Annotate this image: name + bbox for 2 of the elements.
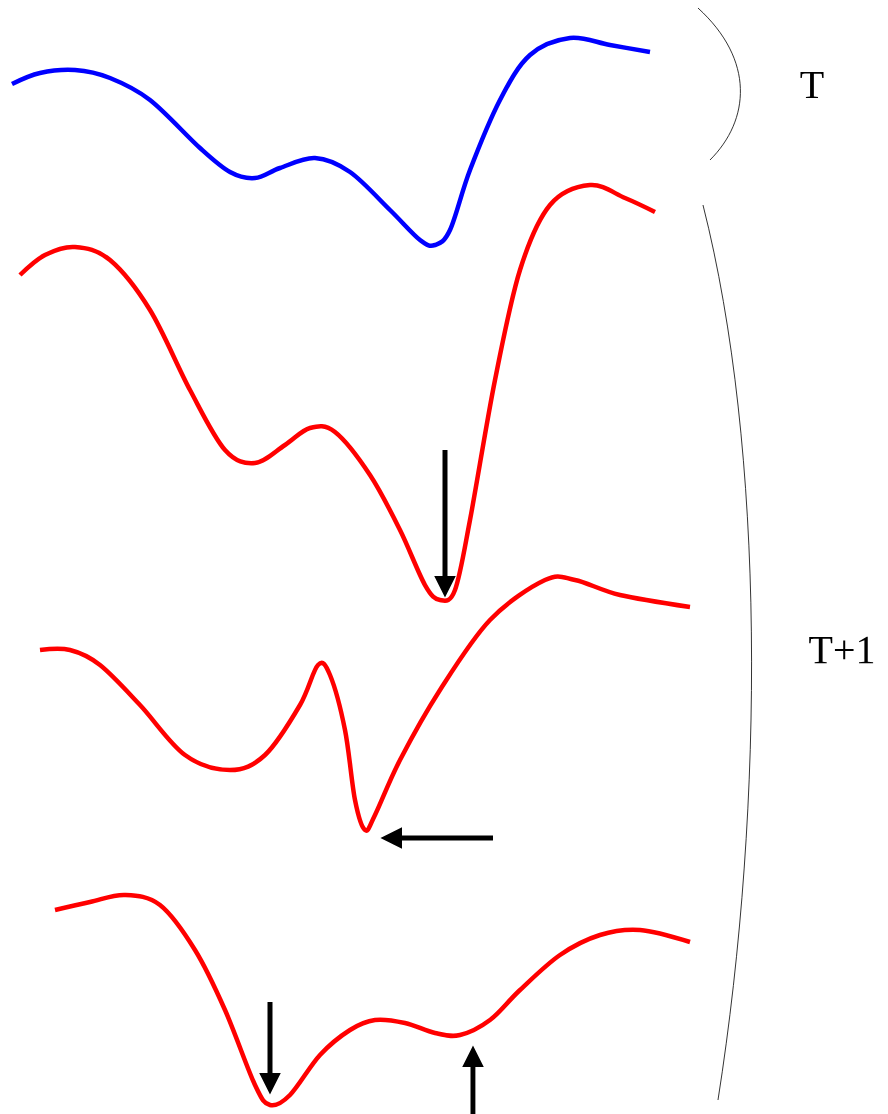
bracket-label: T bbox=[800, 71, 824, 99]
bracket-label: T+1 bbox=[809, 636, 874, 664]
